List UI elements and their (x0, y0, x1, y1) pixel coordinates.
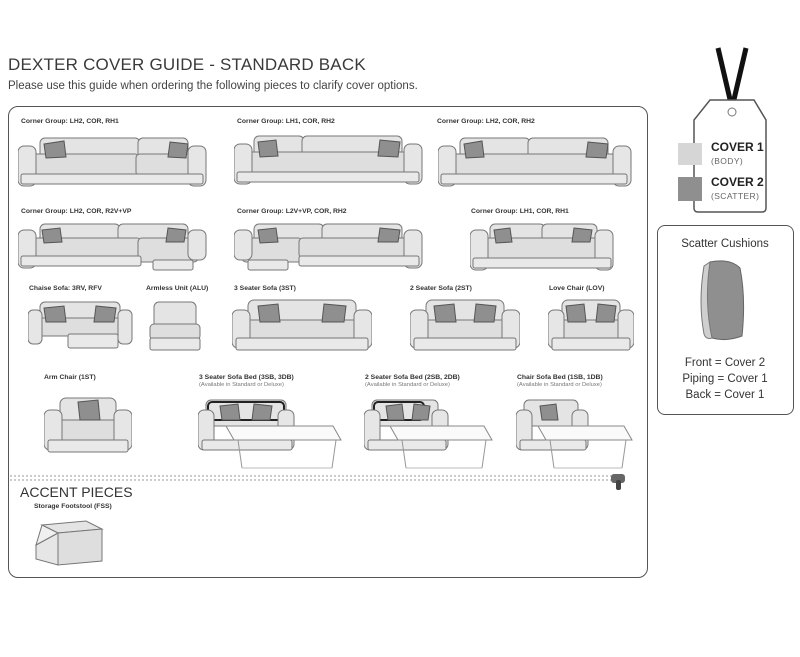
scatter-piping-note: Piping = Cover 1 (682, 373, 768, 385)
corner-group-illustration (18, 223, 207, 271)
piece-label: Corner Group: LH2, COR, RH1 (21, 118, 119, 125)
accent-pieces-heading: ACCENT PIECES (20, 484, 133, 500)
cover1-sublabel: (BODY) (711, 156, 744, 166)
scatter-cushions-title: Scatter Cushions (681, 238, 769, 250)
storage-footstool-illustration (35, 520, 104, 566)
corner-group-illustration (470, 223, 614, 271)
two-seater-sofa-bed-illustration (364, 399, 493, 469)
piece-label: Chair Sofa Bed (1SB, 1DB) (517, 374, 603, 381)
piece-label: Storage Footstool (FSS) (34, 503, 112, 510)
chaise-sofa-illustration (28, 301, 133, 349)
arm-chair-illustration (44, 397, 132, 453)
pieces-frame (8, 106, 648, 578)
cover1-swatch (678, 143, 702, 165)
piece-sublabel: (Available in Standard or Deluxe) (517, 382, 602, 388)
two-seater-sofa-illustration (410, 299, 520, 351)
piece-sublabel: (Available in Standard or Deluxe) (199, 382, 284, 388)
scatter-cushion-illustration (700, 260, 745, 341)
cover2-label: COVER 2 (711, 175, 764, 189)
piece-label: Corner Group: L2V+VP, COR, RH2 (237, 208, 347, 215)
love-chair-illustration (548, 299, 634, 351)
cover2-swatch (678, 177, 702, 201)
three-seater-sofa-bed-illustration (198, 399, 342, 469)
corner-group-illustration (234, 135, 423, 185)
armless-unit-illustration (149, 301, 201, 351)
piece-sublabel: (Available in Standard or Deluxe) (365, 382, 450, 388)
piece-label: 2 Seater Sofa (2ST) (410, 285, 472, 292)
cover1-label: COVER 1 (711, 140, 764, 154)
piece-label: 3 Seater Sofa (3ST) (234, 285, 296, 292)
piece-label: Love Chair (LOV) (549, 285, 605, 292)
piece-label: Corner Group: LH1, COR, RH2 (237, 118, 335, 125)
piece-label: Armless Unit (ALU) (146, 285, 209, 292)
corner-group-illustration (234, 223, 423, 271)
page-subtitle: Please use this guide when ordering the … (8, 80, 418, 92)
corner-group-illustration (18, 137, 207, 187)
piece-label: Corner Group: LH1, COR, RH1 (471, 208, 569, 215)
cover2-sublabel: (SCATTER) (711, 191, 760, 201)
page-title: DEXTER COVER GUIDE - STANDARD BACK (8, 55, 366, 74)
scatter-front-note: Front = Cover 2 (684, 357, 766, 369)
zipper-divider (10, 474, 625, 490)
three-seater-sofa-illustration (232, 299, 372, 351)
corner-group-illustration (438, 137, 632, 187)
cover-tag (678, 47, 767, 213)
piece-label: Arm Chair (1ST) (44, 374, 96, 381)
piece-label: Corner Group: LH2, COR, R2V+VP (21, 208, 132, 215)
piece-label: 2 Seater Sofa Bed (2SB, 2DB) (365, 374, 460, 381)
piece-label: Chaise Sofa: 3RV, RFV (29, 285, 102, 292)
chair-sofa-bed-illustration (516, 399, 633, 469)
scatter-cushions-panel: Scatter Cushions Front = Cover 2 Piping … (657, 225, 794, 415)
piece-label: 3 Seater Sofa Bed (3SB, 3DB) (199, 374, 294, 381)
scatter-back-note: Back = Cover 1 (685, 389, 765, 401)
piece-label: Corner Group: LH2, COR, RH2 (437, 118, 535, 125)
